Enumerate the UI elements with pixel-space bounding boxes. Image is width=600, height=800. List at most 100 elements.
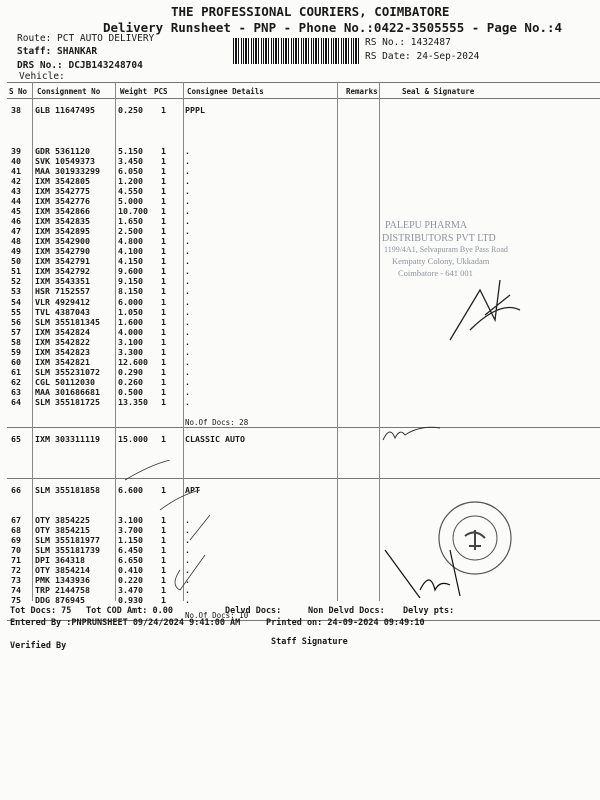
weight: 5.150 xyxy=(118,146,143,157)
weight: 6.650 xyxy=(118,555,143,566)
pcs: 1 xyxy=(161,266,166,277)
pcs: 1 xyxy=(161,246,166,257)
pcs: 1 xyxy=(161,236,166,247)
serial-number: 70 xyxy=(11,545,21,556)
pcs: 1 xyxy=(161,146,166,157)
consignment-number: OTY 3854214 xyxy=(35,565,90,576)
pcs: 1 xyxy=(161,256,166,267)
consignment-number: MAA 301933299 xyxy=(35,166,100,177)
column-divider xyxy=(183,82,184,601)
serial-number: 61 xyxy=(11,366,21,377)
consignment-number: SLM 355181725 xyxy=(35,396,100,407)
consignment-number: VLR 4929412 xyxy=(35,296,90,307)
consignment-number: IXM 3542835 xyxy=(35,216,90,227)
consignee-marker: . xyxy=(185,146,190,157)
consignee-marker: . xyxy=(185,336,190,347)
pcs: 1 xyxy=(161,306,166,317)
pcs: 1 xyxy=(161,535,166,546)
column-divider xyxy=(32,82,33,601)
serial-number: 52 xyxy=(11,276,21,287)
weight: 3.300 xyxy=(118,346,143,357)
stamp-line: Coimbatore - 641 001 xyxy=(398,268,473,278)
consignee-name: CLASSIC AUTO xyxy=(185,434,245,444)
consignee-marker: . xyxy=(185,585,190,596)
weight: 15.000 xyxy=(118,434,148,444)
consignment-number: SLM 355231072 xyxy=(35,366,100,377)
pcs: 1 xyxy=(161,356,166,367)
consignee-marker: . xyxy=(185,356,190,367)
consignee-marker: . xyxy=(185,156,190,167)
serial-number: 40 xyxy=(11,156,21,167)
consignee-marker: . xyxy=(185,545,190,556)
tot-cod: Tot COD Amt: 0.00 xyxy=(86,606,173,616)
consignee-marker: . xyxy=(185,575,190,586)
pcs: 1 xyxy=(161,296,166,307)
consignment-number: MAA 301686681 xyxy=(35,386,100,397)
consignment-number: IXM 3543351 xyxy=(35,276,90,287)
consignee-marker: . xyxy=(185,196,190,207)
serial-number: 67 xyxy=(11,515,21,526)
consignee-marker: . xyxy=(185,515,190,526)
pcs: 1 xyxy=(161,565,166,576)
weight: 0.250 xyxy=(118,105,143,115)
consignment-number: TVL 4387043 xyxy=(35,306,90,317)
pcs: 1 xyxy=(161,555,166,566)
consignee-marker: . xyxy=(185,266,190,277)
serial-number: 68 xyxy=(11,525,21,536)
weight: 0.930 xyxy=(118,595,143,606)
pcs: 1 xyxy=(161,326,166,337)
weight: 4.800 xyxy=(118,236,143,247)
serial-number: 39 xyxy=(11,146,21,157)
serial-number: 42 xyxy=(11,176,21,187)
col-consignee: Consignee Details xyxy=(187,87,264,96)
weight: 13.350 xyxy=(118,396,148,407)
col-consignment: Consignment No xyxy=(37,87,101,96)
consignment-number: TRP 2144758 xyxy=(35,585,90,596)
consignee-marker: . xyxy=(185,396,190,407)
serial-number: 44 xyxy=(11,196,21,207)
pcs: 1 xyxy=(161,386,166,397)
consignee-marker: . xyxy=(185,376,190,387)
consignee-marker: . xyxy=(185,226,190,237)
consignment-number: DPI 364318 xyxy=(35,555,85,566)
weight: 6.600 xyxy=(118,485,143,495)
tick-marks xyxy=(124,460,211,591)
consignment-number: GLB 11647495 xyxy=(35,105,95,115)
column-divider xyxy=(379,82,380,601)
weight: 1.050 xyxy=(118,306,143,317)
delvd-docs: Delvd Docs: xyxy=(225,606,282,616)
consignee-marker: . xyxy=(185,186,190,197)
pcs: 1 xyxy=(161,545,166,556)
consignee-marker: . xyxy=(185,316,190,327)
weight: 2.500 xyxy=(118,226,143,237)
weight: 4.550 xyxy=(118,186,143,197)
consignment-number: IXM 3542805 xyxy=(35,176,90,187)
serial-number: 57 xyxy=(11,326,21,337)
serial-number: 72 xyxy=(11,565,21,576)
consignee-marker: . xyxy=(185,595,190,606)
weight: 1.650 xyxy=(118,216,143,227)
pcs: 1 xyxy=(161,286,166,297)
weight: 3.470 xyxy=(118,585,143,596)
pcs: 1 xyxy=(161,396,166,407)
runsheet-table: S No Consignment No Weight PCS Consignee… xyxy=(7,82,600,621)
consignment-number: OTY 3854225 xyxy=(35,515,90,526)
weight: 12.600 xyxy=(118,356,148,367)
consignee-marker: . xyxy=(185,296,190,307)
pcs: 1 xyxy=(161,346,166,357)
